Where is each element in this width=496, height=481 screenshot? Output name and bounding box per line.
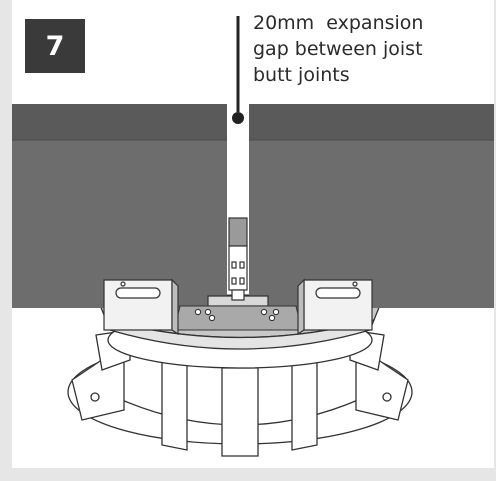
tab-right [297,278,373,336]
gap-spacer-bracket [207,217,269,307]
annotation-line: 20mm expansion [253,12,424,34]
step-number-badge: 7 [25,19,85,73]
tab-left [103,278,179,336]
annotation-line: gap between joist [253,38,423,60]
pedestal-joist-illustration [12,16,494,457]
diagram-frame: 7 20mm expansion gap between joist butt … [12,0,494,468]
annotation-line: butt joints [253,64,350,86]
joist-left [12,104,227,308]
bracket-base-plate [173,305,303,331]
callout-leader [232,16,244,124]
joist-right [249,104,494,308]
gap-annotation: 20mm expansion gap between joist butt jo… [253,10,458,88]
step-number: 7 [45,30,65,62]
